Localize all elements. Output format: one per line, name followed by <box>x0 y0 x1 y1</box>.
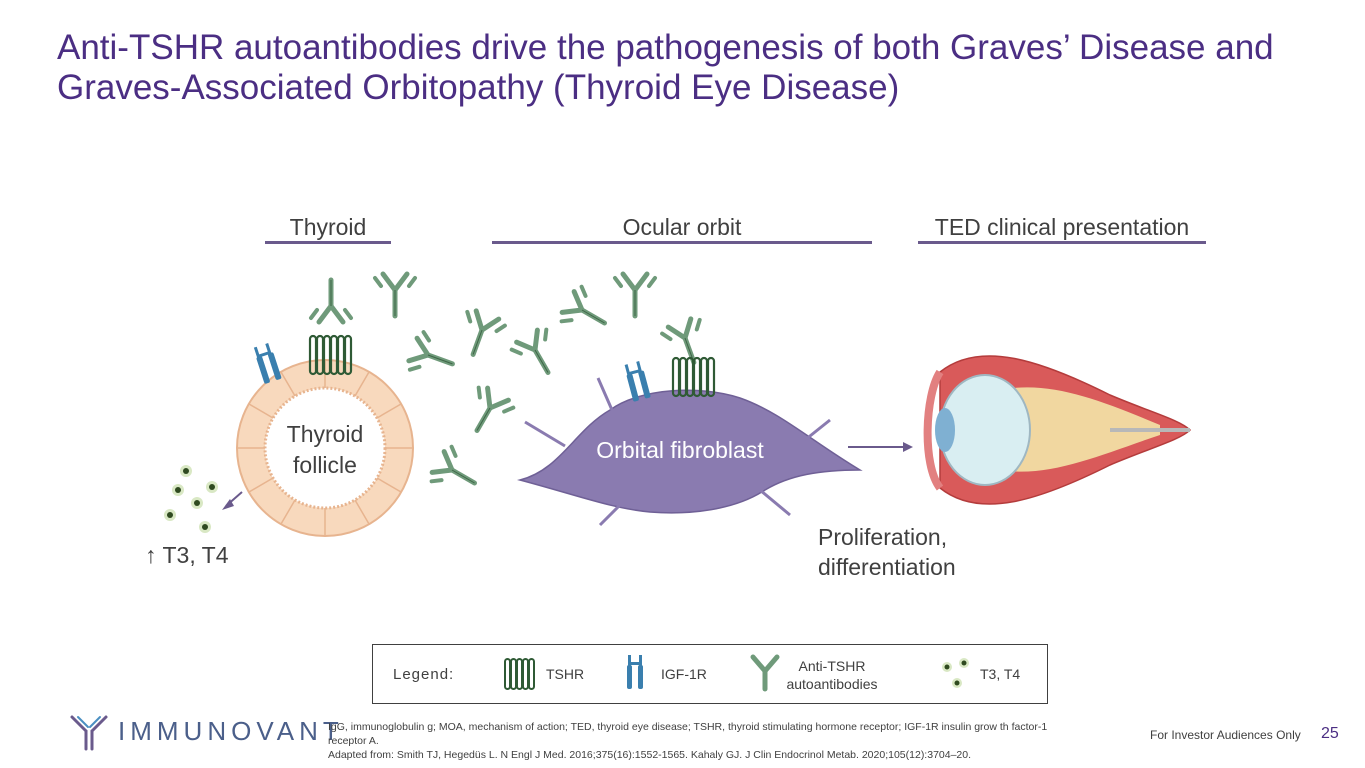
section-ted-underline <box>918 241 1206 244</box>
legend-antibody-icon <box>750 654 780 692</box>
section-ted-heading: TED clinical presentation <box>934 214 1190 240</box>
legend-antibody-line1: Anti-TSHR <box>798 658 866 674</box>
footnote-line1: IgG, immunoglobulin g; MOA, mechanism of… <box>328 721 1048 733</box>
legend-hormone-icon <box>942 658 969 688</box>
follicle-label-line2: follicle <box>293 452 357 478</box>
follicle-label-line1: Thyroid <box>286 421 364 447</box>
section-ocular-underline <box>492 241 872 244</box>
proliferation-line1: Proliferation, <box>818 524 948 550</box>
legend-igf1r-icon <box>627 655 643 689</box>
page-number: 25 <box>1321 725 1339 742</box>
section-thyroid-heading: Thyroid <box>289 214 367 240</box>
section-thyroid-underline <box>265 241 391 244</box>
section-ocular-heading: Ocular orbit <box>622 214 742 240</box>
proliferation-label: Proliferation, differentiation <box>818 522 956 582</box>
orbital-fibroblast <box>517 389 863 514</box>
legend-hormone-label: T3, T4 <box>980 666 1021 682</box>
legend-antibody-label: Anti-TSHR autoantibodies <box>777 657 887 693</box>
legend-box: Legend: TSHR IGF-1R Anti-TSHR autoantibo… <box>372 644 1048 704</box>
proliferation-line2: differentiation <box>818 554 956 580</box>
slide-title: Anti-TSHR autoantibodies drive the patho… <box>57 28 1274 107</box>
legend-tshr-label: TSHR <box>546 666 585 682</box>
eye-illustration <box>923 355 1192 505</box>
immunovant-logo-icon <box>70 715 108 751</box>
legend-title: Legend: <box>393 666 455 683</box>
thyroid-follicle <box>236 359 414 537</box>
investor-notice: For Investor Audiences Only <box>1150 728 1301 742</box>
footnote-line3: Adapted from: Smith TJ, Hegedüs L. N Eng… <box>328 749 972 761</box>
fibroblast-label: Orbital fibroblast <box>596 437 764 463</box>
footnote-line2: receptor A. <box>328 735 379 747</box>
legend-igf1r-label: IGF-1R <box>661 666 707 682</box>
footnote: IgG, immunoglobulin g; MOA, mechanism of… <box>328 720 1128 762</box>
immunovant-logo-text: IMMUNOVANT <box>118 716 344 746</box>
t3-t4-label: ↑ T3, T4 <box>145 542 229 568</box>
follicle-label: Thyroid follicle <box>268 419 382 481</box>
legend-antibody-line2: autoantibodies <box>786 676 878 692</box>
legend-tshr-icon <box>504 658 535 690</box>
